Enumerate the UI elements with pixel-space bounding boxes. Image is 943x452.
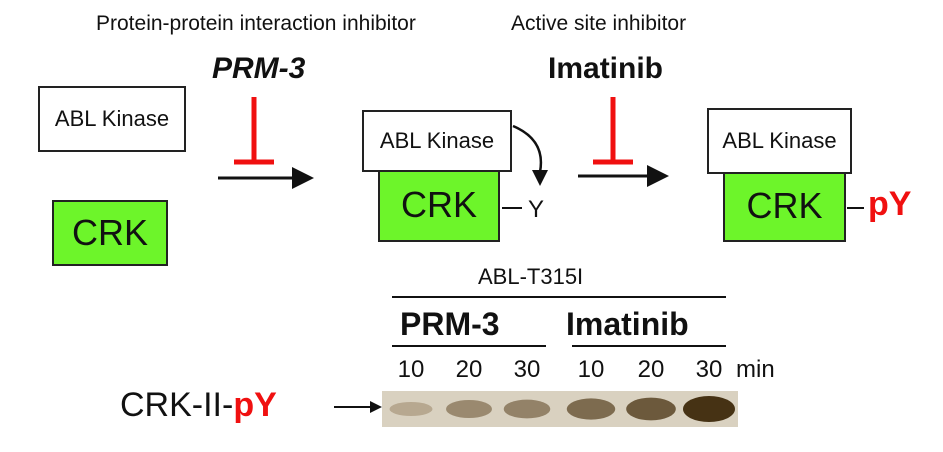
lane-label: 10 [577, 356, 605, 383]
reaction-arrow-2 [578, 165, 669, 187]
blot-group-imatinib: Imatinib [566, 306, 689, 342]
crk-label: CRK [746, 185, 823, 226]
blot-band [683, 396, 735, 422]
abl-kinase-box-phospho: ABL Kinase [707, 108, 852, 174]
crk-box-free: CRK [52, 200, 168, 266]
lane-label: 10 [397, 356, 425, 383]
blot-row-arrow [334, 401, 382, 413]
prm3-label: PRM-3 [212, 52, 306, 85]
inhibition-symbol-prm3 [234, 97, 274, 165]
crk-label: CRK [71, 212, 148, 253]
blot-band [389, 402, 433, 416]
construct-label: ABL-T315I [478, 264, 584, 289]
abl-kinase-box-complex: ABL Kinase [362, 110, 512, 172]
blot-group-prm3: PRM-3 [400, 306, 500, 342]
imatinib-label: Imatinib [548, 52, 664, 85]
abl-kinase-label: ABL Kinase [54, 106, 170, 131]
western-blot-strip [382, 391, 738, 427]
phosphorylation-arrow [512, 124, 548, 186]
crk-label: CRK [400, 184, 477, 225]
blot-bands [389, 396, 735, 422]
lane-label: 20 [455, 356, 483, 383]
reaction-arrow-1 [218, 167, 314, 189]
crk-box-complex: CRK [378, 168, 500, 242]
active-site-inhibitor-caption: Active site inhibitor [511, 12, 687, 35]
blot-row-label-prefix: CRK-II- [120, 386, 234, 424]
lane-label: 30 [513, 356, 541, 383]
blot-band [566, 398, 616, 420]
lane-label: 30 [695, 356, 723, 383]
blot-row-label-mod: pY [233, 386, 277, 424]
blot-band [446, 400, 492, 418]
crk-box-phospho: CRK [723, 170, 846, 242]
ppi-inhibitor-caption: Protein-protein interaction inhibitor [96, 12, 416, 35]
blot-band [626, 397, 676, 421]
blot-band [503, 399, 551, 419]
inhibition-symbol-imatinib [593, 97, 633, 165]
blot-row-label: CRK-II-pY [120, 386, 277, 425]
tyrosine-label: Y [528, 196, 545, 223]
time-unit-label: min [736, 356, 775, 383]
abl-kinase-label: ABL Kinase [722, 128, 837, 153]
abl-kinase-box-free: ABL Kinase [38, 86, 186, 152]
abl-kinase-label: ABL Kinase [379, 128, 495, 153]
phosphotyrosine-label: pY [868, 185, 912, 223]
lane-label: 20 [637, 356, 665, 383]
